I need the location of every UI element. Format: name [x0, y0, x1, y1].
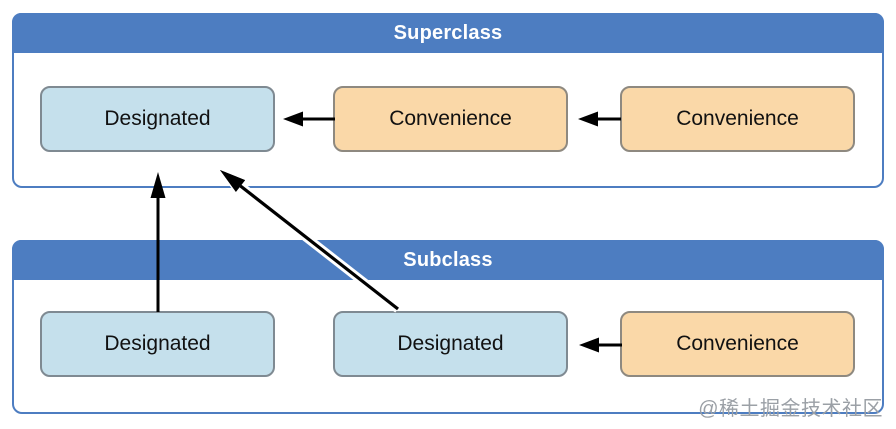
subclass-header: Subclass [12, 240, 884, 280]
superclass-header: Superclass [12, 13, 884, 53]
subclass-designated-middle-box: Designated [333, 311, 568, 377]
box-label: Convenience [389, 107, 512, 130]
subclass-container: Subclass Designated Designated Convenien… [12, 240, 884, 414]
box-label: Convenience [676, 107, 799, 130]
box-label: Designated [104, 332, 211, 355]
box-label: Convenience [676, 332, 799, 355]
superclass-container: Superclass Designated Convenience Conven… [12, 13, 884, 188]
watermark: @稀土掘金技术社区 [698, 398, 883, 420]
subclass-title: Subclass [403, 248, 493, 271]
superclass-title: Superclass [393, 21, 503, 44]
subclass-designated-left-box: Designated [40, 311, 275, 377]
superclass-convenience-middle-box: Convenience [333, 86, 568, 152]
subclass-convenience-box: Convenience [620, 311, 855, 377]
superclass-convenience-right-box: Convenience [620, 86, 855, 152]
box-label: Designated [397, 332, 504, 355]
superclass-designated-box: Designated [40, 86, 275, 152]
box-label: Designated [104, 107, 211, 130]
